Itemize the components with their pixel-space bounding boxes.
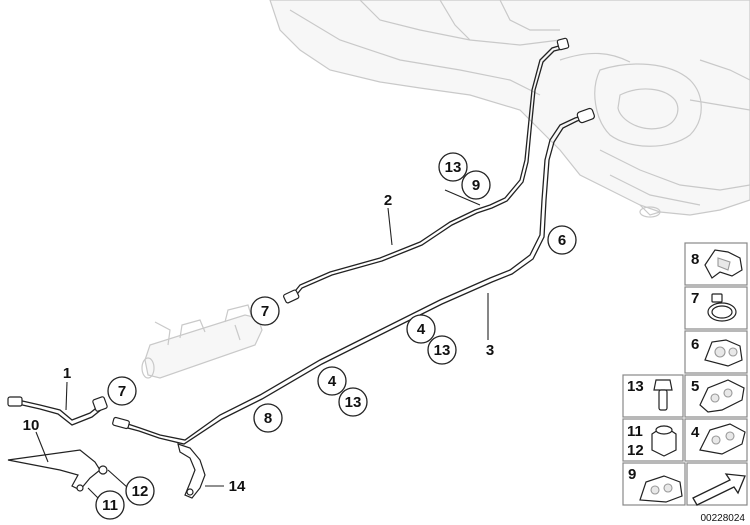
svg-text:13: 13 [345,394,362,411]
clip-8-icon [704,249,743,279]
nut-11-12-icon [651,425,677,457]
svg-text:7: 7 [118,383,126,400]
fuel-line-2 [283,37,570,304]
svg-text:4: 4 [417,321,426,338]
svg-text:7: 7 [261,303,269,320]
label-14[interactable]: 14 [229,478,246,495]
fuel-line-1 [7,396,108,426]
callout-7-lower[interactable]: 7 [107,376,137,406]
fuel-tank-ghost [269,0,750,218]
parts-legend: 8 7 6 13 5 11 12 4 9 [622,242,748,506]
clip-6-icon [704,339,743,367]
clip-5-icon [699,379,745,413]
svg-text:9: 9 [628,466,636,483]
svg-text:12: 12 [132,483,149,500]
callout-13-lower[interactable]: 13 [338,387,368,417]
label-1[interactable]: 1 [63,365,71,382]
svg-text:13: 13 [434,342,451,359]
callout-11[interactable]: 11 [95,490,125,520]
callout-9-upper[interactable]: 9 [461,170,491,200]
svg-text:10: 10 [23,417,40,434]
svg-text:14: 14 [229,478,246,495]
callout-4-middle[interactable]: 4 [406,314,436,344]
bracket-14 [177,443,206,499]
svg-text:8: 8 [691,251,699,268]
svg-text:4: 4 [691,424,700,441]
svg-text:5: 5 [691,378,699,395]
clip-9-icon [639,475,683,503]
svg-text:2: 2 [384,192,392,209]
label-10[interactable]: 10 [23,417,40,434]
callout-7-middle[interactable]: 7 [250,296,280,326]
callout-6[interactable]: 6 [547,225,577,255]
fuel-filter-ghost [141,304,263,379]
svg-text:1: 1 [63,365,71,382]
heat-shield-10 [7,449,108,492]
svg-text:6: 6 [691,336,699,353]
svg-text:12: 12 [627,442,644,459]
svg-text:11: 11 [102,497,118,514]
callout-13-upper[interactable]: 13 [438,152,468,182]
legend-box-13 [622,374,684,418]
svg-text:13: 13 [445,159,462,176]
fuel-line-3 [112,107,595,445]
arrow-icon [692,473,746,506]
clip-4-icon [699,423,746,455]
svg-text:4: 4 [328,373,337,390]
callout-4-lower[interactable]: 4 [317,366,347,396]
svg-text:8: 8 [264,410,272,427]
label-2[interactable]: 2 [384,192,392,209]
svg-text:3: 3 [486,342,494,359]
label-3[interactable]: 3 [486,342,494,359]
callout-8[interactable]: 8 [253,403,283,433]
callout-12[interactable]: 12 [125,476,155,506]
hose-clamp-7-icon [707,293,737,322]
callout-13-middle[interactable]: 13 [427,335,457,365]
leader-lines [35,189,489,501]
svg-text:9: 9 [472,177,480,194]
bolt-13-icon [653,379,673,411]
svg-text:13: 13 [627,378,644,395]
svg-text:11: 11 [627,423,643,440]
svg-text:6: 6 [558,232,566,249]
document-number: 00228024 [701,513,746,524]
svg-text:7: 7 [691,290,699,307]
